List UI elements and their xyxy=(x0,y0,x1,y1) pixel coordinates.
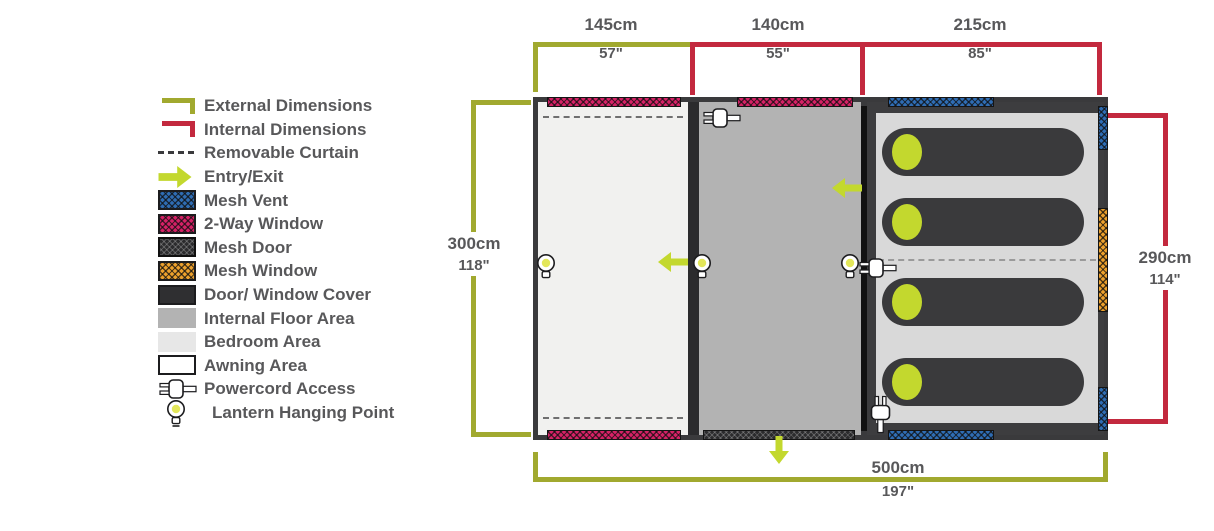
legend-row-removable-curtain: Removable Curtain xyxy=(158,141,488,165)
dimension-label-right: 290cm 114" xyxy=(1133,246,1197,290)
external-dimension-tick xyxy=(533,452,538,482)
legend-row-2-way-window: 2-Way Window xyxy=(158,212,488,236)
legend-row-external-dimensions: External Dimensions xyxy=(158,94,488,118)
bedroom-area-swatch xyxy=(158,331,196,352)
entry-exit-arrow-icon xyxy=(832,178,862,203)
legend-row-powercord-access: Powercord Access xyxy=(158,377,488,401)
legend-row-bedroom-area: Bedroom Area xyxy=(158,330,488,354)
pillow xyxy=(892,204,922,240)
external-dimensions-swatch xyxy=(162,97,195,114)
entry-exit-arrow-icon xyxy=(658,252,688,277)
legend-row-internal-dimensions: Internal Dimensions xyxy=(158,118,488,142)
pillow xyxy=(892,364,922,400)
removable-curtain-line xyxy=(543,116,683,118)
legend-label: 2-Way Window xyxy=(204,214,324,234)
legend-label: Removable Curtain xyxy=(204,143,359,163)
legend-label: Lantern Hanging Point xyxy=(212,403,395,423)
legend-row-awning-area: Awning Area xyxy=(158,354,488,378)
two-way-window-swatch xyxy=(158,213,196,234)
dimension-label-top-b: 140cm 55" xyxy=(751,15,805,62)
lantern-icon xyxy=(167,399,185,427)
legend-row-mesh-door: Mesh Door xyxy=(158,236,488,260)
internal-floor-area xyxy=(699,102,861,435)
dimension-label-bottom: 500cm 197" xyxy=(871,458,925,500)
mesh-window-strip xyxy=(1098,208,1108,312)
mesh-vent-strip xyxy=(1098,106,1108,150)
entry-exit-arrow-icon xyxy=(768,436,790,469)
internal-dimension-tick xyxy=(1097,42,1102,95)
two-way-window-strip xyxy=(547,430,681,440)
legend-label: Mesh Window xyxy=(204,261,318,281)
legend-row-lantern-hanging-point: Lantern Hanging Point xyxy=(158,399,488,427)
legend-label: Entry/Exit xyxy=(204,167,284,187)
dimension-label-top-a: 145cm 57" xyxy=(584,15,638,62)
legend-label: Internal Floor Area xyxy=(204,308,355,328)
sleeping-bag xyxy=(882,128,1084,176)
internal-dimension-tick xyxy=(860,42,865,95)
legend-label: Bedroom Area xyxy=(204,332,321,352)
mesh-window-swatch xyxy=(158,260,196,281)
mesh-vent-strip xyxy=(888,430,994,440)
external-dimension-tick xyxy=(1103,452,1108,482)
dimension-label-top-c: 215cm 85" xyxy=(953,15,1007,62)
two-way-window-strip xyxy=(737,97,853,107)
bedroom-area xyxy=(876,113,1098,423)
powercord-access-icon xyxy=(858,256,898,285)
lantern-hanging-point-icon xyxy=(840,252,860,287)
removable-curtain-line xyxy=(878,259,1096,261)
removable-curtain-line xyxy=(543,417,683,419)
legend-label: Awning Area xyxy=(204,355,307,375)
lantern-hanging-point-icon xyxy=(692,252,712,287)
legend-label: Mesh Vent xyxy=(204,190,289,210)
legend: External Dimensions Internal Dimensions … xyxy=(158,94,488,427)
sleeping-bag xyxy=(882,198,1084,246)
powercord-access-icon xyxy=(702,106,742,135)
door-window-cover-swatch xyxy=(158,284,196,305)
powercord-access-icon xyxy=(864,395,893,435)
mesh-vent-swatch xyxy=(158,190,196,211)
mesh-door-divider xyxy=(688,102,699,435)
internal-dimension-line-top xyxy=(690,42,1102,47)
awning-area xyxy=(538,102,688,435)
legend-row-entry-exit: Entry/Exit xyxy=(158,165,488,189)
legend-row-internal-floor-area: Internal Floor Area xyxy=(158,306,488,330)
external-dimension-tick xyxy=(533,42,538,92)
legend-label: Door/ Window Cover xyxy=(204,285,372,305)
pillow xyxy=(892,284,922,320)
dimension-label-left: 300cm 118" xyxy=(442,232,506,276)
internal-dimension-tick xyxy=(1108,419,1168,424)
external-dimension-line-bottom xyxy=(533,477,1108,482)
internal-floor-area-swatch xyxy=(158,308,196,329)
external-dimension-tick xyxy=(471,432,531,437)
legend-label: Internal Dimensions xyxy=(204,119,367,139)
external-dimension-tick xyxy=(471,100,531,105)
internal-dimension-tick xyxy=(1108,113,1168,118)
mesh-vent-strip xyxy=(888,97,994,107)
two-way-window-strip xyxy=(547,97,681,107)
entry-exit-arrow-icon xyxy=(158,165,192,188)
sleeping-bag xyxy=(882,278,1084,326)
mesh-vent-strip xyxy=(1098,387,1108,431)
legend-row-door-window-cover: Door/ Window Cover xyxy=(158,283,488,307)
external-dimension-line-top xyxy=(533,42,690,47)
powercord-icon xyxy=(159,379,197,399)
legend-row-mesh-vent: Mesh Vent xyxy=(158,188,488,212)
legend-label: Mesh Door xyxy=(204,237,292,257)
legend-row-mesh-window: Mesh Window xyxy=(158,259,488,283)
mesh-door-swatch xyxy=(158,237,196,258)
legend-label: Powercord Access xyxy=(204,379,356,399)
lantern-hanging-point-icon xyxy=(536,252,556,287)
pillow xyxy=(892,134,922,170)
removable-curtain-swatch xyxy=(158,151,194,155)
awning-area-swatch xyxy=(158,355,196,376)
internal-dimension-tick xyxy=(690,42,695,95)
internal-dimensions-swatch xyxy=(162,121,195,138)
sleeping-bag xyxy=(882,358,1084,406)
door-window-cover-bar xyxy=(861,106,867,431)
legend-label: External Dimensions xyxy=(204,96,373,116)
